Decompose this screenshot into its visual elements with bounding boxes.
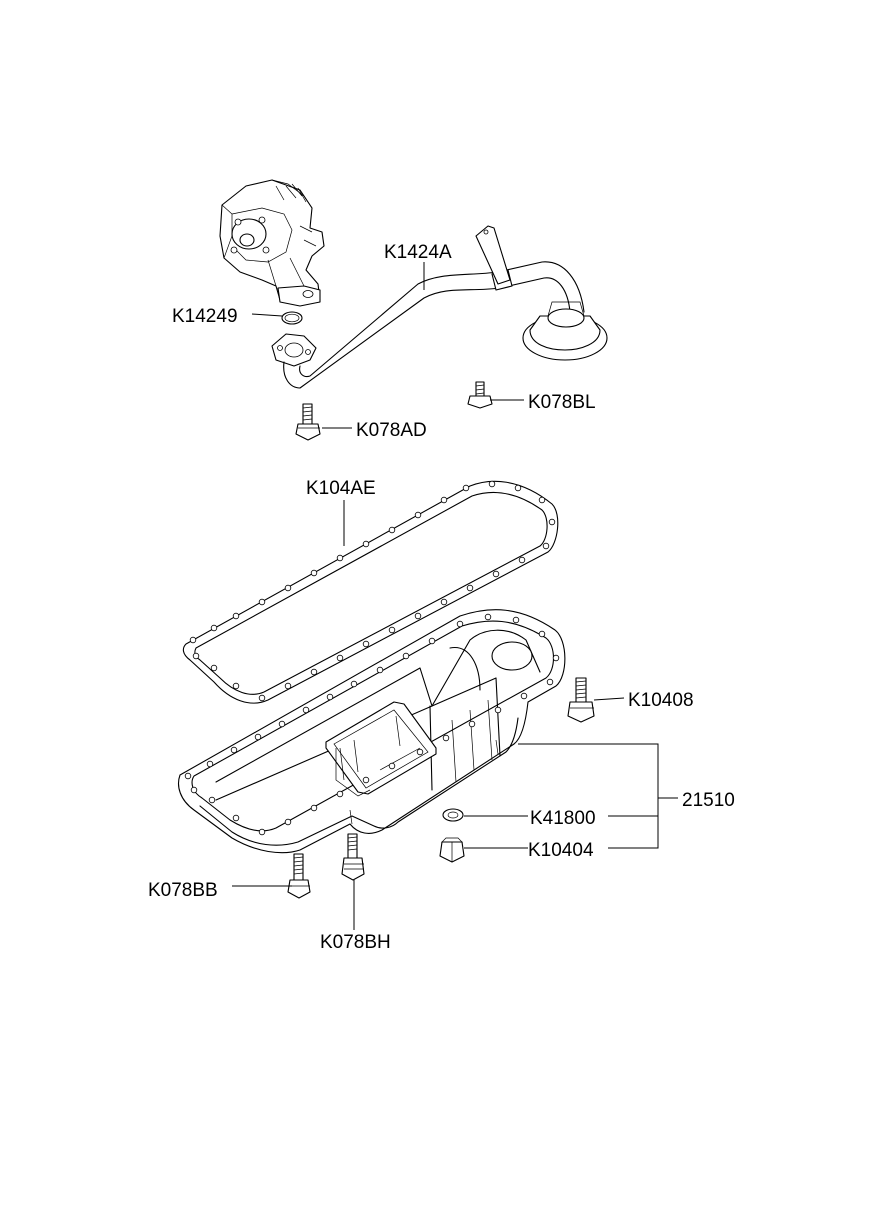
label-k104ae: K104AE <box>306 478 376 499</box>
label-k078ad: K078AD <box>356 420 427 441</box>
washer <box>442 808 464 822</box>
bolt-k078bl <box>467 381 493 409</box>
bolt-k078ad <box>295 403 321 441</box>
bolt-k078bh <box>341 833 365 881</box>
leader-lines <box>232 262 678 930</box>
label-k10404: K10404 <box>528 840 594 861</box>
label-k078bh: K078BH <box>320 932 391 953</box>
label-21510: 21510 <box>682 790 735 811</box>
label-k078bb: K078BB <box>148 880 218 901</box>
label-k1424a: K1424A <box>384 242 452 263</box>
bolt-k078bb <box>287 853 311 899</box>
drain-plug <box>439 837 465 863</box>
oil-pump <box>219 179 325 307</box>
label-k41800: K41800 <box>530 808 596 829</box>
label-k10408: K10408 <box>628 690 694 711</box>
label-k078bl: K078BL <box>528 392 596 413</box>
label-k14249: K14249 <box>172 306 238 327</box>
bolt-k10408 <box>567 677 595 723</box>
o-ring <box>281 311 303 325</box>
oil-pan <box>177 609 566 854</box>
oil-strainer <box>271 225 608 389</box>
oil-pan-gasket <box>182 480 559 704</box>
